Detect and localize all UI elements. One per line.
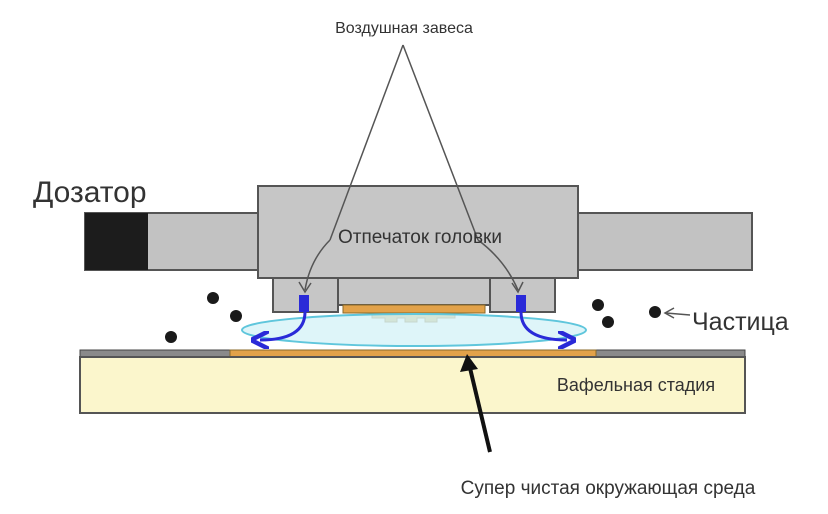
dispenser-label: Дозатор: [33, 176, 147, 209]
particle: [649, 306, 661, 318]
particle: [592, 299, 604, 311]
air-curtain-zone: [241, 313, 587, 347]
head-print-label: Отпечаток головки: [338, 227, 502, 248]
particle: [165, 331, 177, 343]
particle-pointer: [663, 307, 691, 319]
particles: [165, 292, 661, 343]
wafer-stage-label: Вафельная стадия: [557, 375, 715, 395]
wafer: [229, 349, 597, 358]
print-strip: [342, 304, 486, 314]
clean-env-pointer: [460, 354, 492, 453]
left-nozzle: [299, 295, 309, 312]
air-curtain-label: Воздушная завеса: [335, 20, 473, 37]
clean-env-label: Супер чистая окружающая среда: [461, 478, 756, 499]
dispenser-tip: [85, 213, 148, 270]
particle: [602, 316, 614, 328]
particle: [207, 292, 219, 304]
particle-label: Частица: [692, 308, 789, 336]
head-center: [337, 277, 491, 306]
wafer-stage: [79, 356, 746, 414]
right-nozzle: [516, 295, 526, 312]
air-curtain-pointers: [298, 44, 524, 294]
particle: [230, 310, 242, 322]
right-airflow-arrow: [519, 311, 567, 340]
head-body: [257, 185, 579, 279]
left-airflow-arrow: [260, 311, 307, 340]
